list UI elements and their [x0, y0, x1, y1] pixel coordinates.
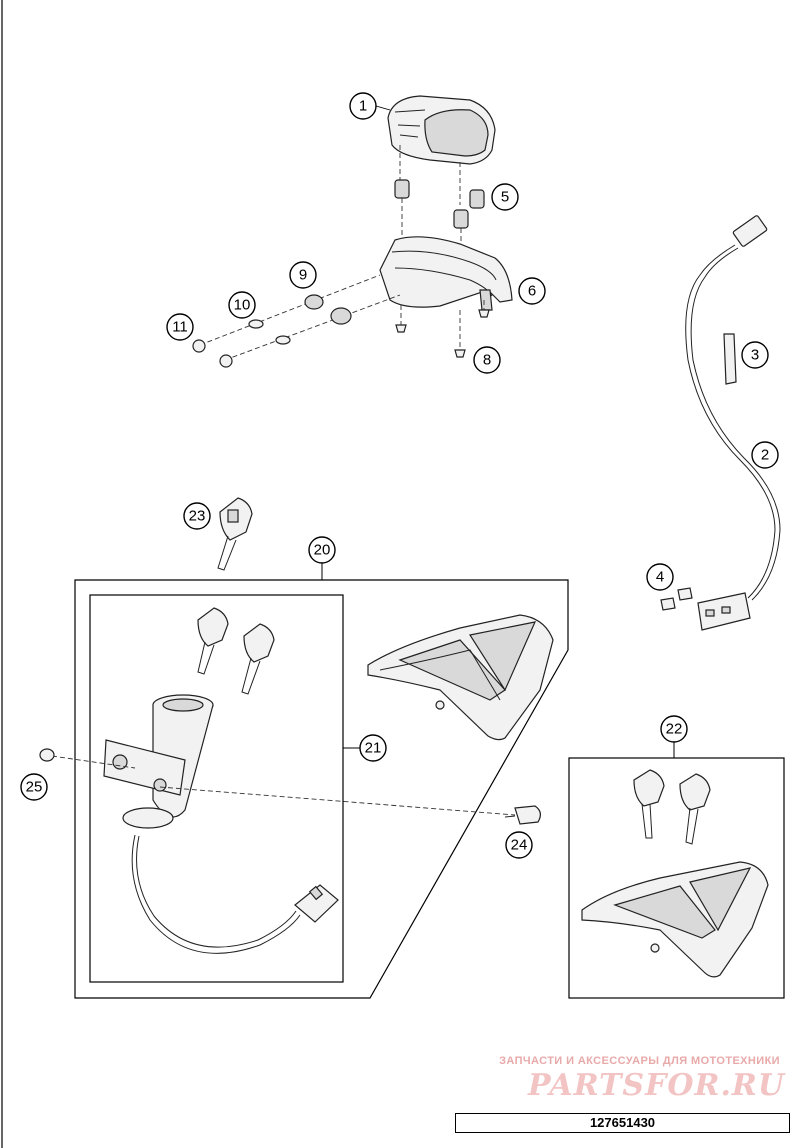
svg-text:11: 11	[172, 319, 188, 336]
retaining-ring	[39, 748, 55, 762]
speedometer-unit	[387, 95, 496, 205]
tank-lock-cover	[367, 614, 554, 741]
svg-text:25: 25	[26, 779, 43, 796]
callout-8: 8	[473, 346, 501, 374]
callout-1: 1	[349, 92, 377, 120]
speedometer-cable	[685, 215, 781, 601]
callout-22: 22	[660, 715, 688, 743]
callout-3: 3	[741, 341, 769, 369]
callout-11: 11	[166, 313, 194, 341]
ignition-lock-cylinder	[103, 694, 339, 954]
ignition-lock-frame	[89, 594, 344, 983]
watermark-logo: PARTSFOR.RU	[528, 1068, 785, 1103]
callout-9: 9	[289, 261, 317, 289]
svg-text:6: 6	[528, 283, 536, 300]
callout-20: 20	[308, 536, 336, 564]
svg-text:2: 2	[761, 447, 769, 464]
speed-sensor	[697, 592, 751, 631]
svg-text:20: 20	[314, 542, 331, 559]
svg-text:1: 1	[359, 98, 367, 115]
callout-2: 2	[751, 441, 779, 469]
callout-23: 23	[183, 502, 211, 530]
callout-21: 21	[359, 734, 387, 762]
svg-text:10: 10	[234, 297, 251, 314]
svg-text:8: 8	[483, 352, 491, 369]
lock-set-22-keys	[633, 769, 711, 845]
lock-set-frame	[74, 579, 569, 999]
sensor-screws	[660, 587, 693, 611]
speedometer-holder	[379, 236, 513, 311]
holder-screws	[395, 300, 490, 358]
svg-text:22: 22	[666, 721, 683, 738]
callout-25: 25	[20, 773, 48, 801]
callout-6: 6	[518, 277, 546, 305]
lock-screw	[504, 805, 541, 825]
callout-4: 4	[646, 563, 674, 591]
svg-text:5: 5	[501, 189, 509, 206]
svg-text:24: 24	[511, 837, 528, 854]
mounting-bolts-and-bushings	[192, 274, 401, 368]
svg-text:3: 3	[751, 347, 759, 364]
lock-set-22-cover	[581, 861, 769, 978]
callout-10: 10	[228, 291, 256, 319]
callout-24: 24	[505, 831, 533, 859]
cable-tie	[723, 333, 737, 385]
leader-dash-25	[51, 755, 136, 769]
svg-text:9: 9	[299, 267, 307, 284]
reference-number: 127651430	[455, 1113, 790, 1133]
leader-dash-24	[159, 786, 516, 816]
lock-set-22-frame	[568, 757, 785, 999]
loose-key	[217, 497, 253, 571]
svg-text:21: 21	[365, 740, 382, 757]
svg-text:23: 23	[189, 508, 206, 525]
watermark-tagline: ЗАПЧАСТИ И АКСЕССУАРЫ ДЛЯ МОТОТЕХНИКИ	[499, 1055, 780, 1067]
svg-text:4: 4	[656, 569, 664, 586]
lock-keys	[197, 607, 275, 695]
callout-5: 5	[491, 183, 519, 211]
